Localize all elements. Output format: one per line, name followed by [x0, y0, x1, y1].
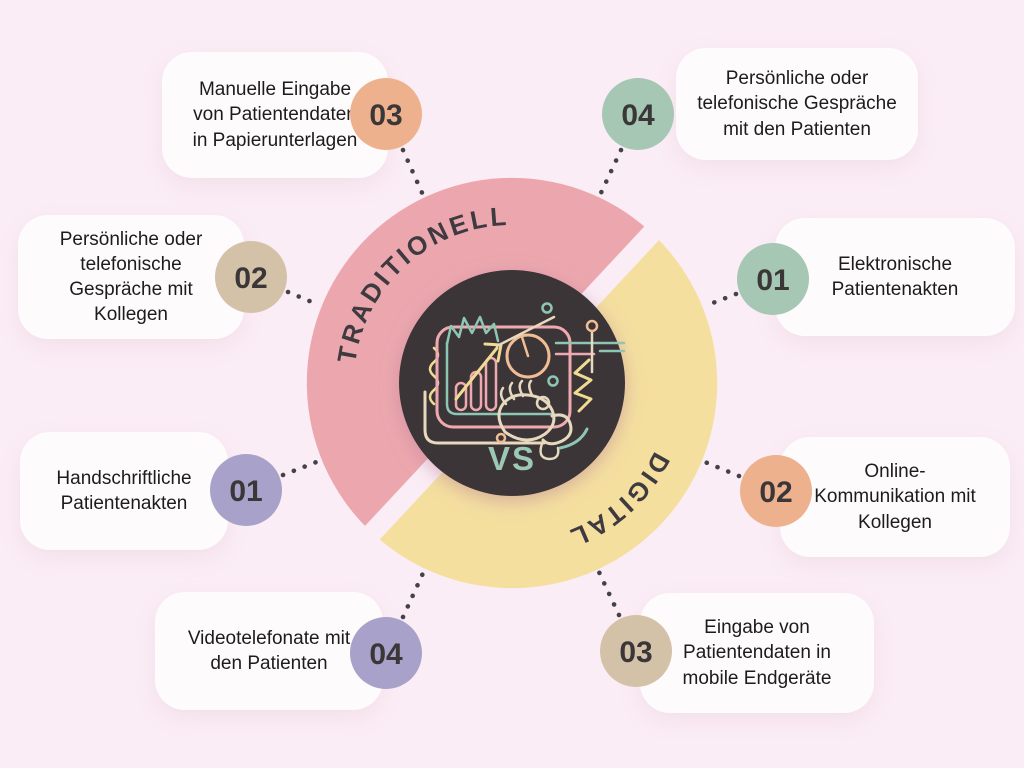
traditional-arc — [306, 177, 650, 531]
card-text: Videotelefonate mit den Patienten — [187, 627, 351, 674]
vs-label: VS — [488, 440, 536, 477]
dot-accent — [541, 302, 553, 314]
presentation-board-icon — [435, 325, 572, 429]
card-text: Manuelle Eingabe von Patientendaten in P… — [192, 79, 358, 151]
dot-accent — [495, 432, 507, 444]
connector-traditional-04 — [597, 147, 624, 198]
board-inner-border — [445, 341, 554, 416]
bar-chart-icon — [454, 356, 498, 412]
traditional-arc-label: TRADITIONELL — [331, 201, 510, 365]
connector-traditional-01 — [280, 458, 322, 478]
card-digital-02: Online-Kommunikation mit Kollegen — [780, 437, 1010, 557]
connector-digital-03 — [596, 569, 622, 618]
card-digital-01: Elektronische Patientenakten — [775, 218, 1015, 336]
digital-arc — [374, 235, 718, 589]
connector-traditional-03 — [400, 147, 426, 198]
card-traditional-02: Persönliche oder telefonische Gespräche … — [18, 215, 244, 339]
badge-number: 01 — [229, 475, 262, 508]
growth-arrow-icon — [454, 342, 503, 401]
arc-gap-divider — [337, 197, 687, 569]
clapping-hands-icon — [497, 379, 589, 461]
connector-lines — [280, 147, 742, 620]
badge-number: 04 — [621, 99, 655, 132]
board-outline-offset — [423, 390, 546, 445]
starburst-icon — [445, 315, 500, 346]
connector-digital-04 — [400, 568, 427, 620]
connector-digital-02 — [702, 459, 742, 479]
flag-lines — [554, 319, 626, 374]
card-digital-04: Videotelefonate mit den Patienten — [155, 592, 383, 710]
card-text: Elektronische Patientenakten — [831, 253, 959, 300]
card-digital-03: Eingabe von Patientendaten in mobile End… — [640, 593, 874, 713]
badge-circle — [602, 78, 674, 150]
card-text: Handschriftliche Patientenakten — [56, 467, 192, 514]
badge-traditional-04: 04 — [602, 78, 674, 150]
dot-accent — [547, 375, 559, 387]
card-traditional-03: Manuelle Eingabe von Patientendaten in P… — [162, 52, 388, 178]
pie-chart-icon — [495, 315, 556, 379]
center-circle — [399, 270, 625, 496]
card-text: Online-Kommunikation mit Kollegen — [814, 461, 976, 533]
card-text: Eingabe von Patientendaten in mobile End… — [682, 617, 832, 689]
center-illustration — [423, 302, 626, 461]
connector-digital-01 — [702, 291, 739, 309]
card-text: Persönliche oder telefonische Gespräche … — [697, 68, 897, 140]
digital-arc-label: DIGITAL — [564, 448, 676, 554]
connector-traditional-02 — [285, 289, 322, 308]
card-traditional-04: Persönliche oder telefonische Gespräche … — [676, 48, 918, 160]
card-traditional-01: Handschriftliche Patientenakten — [20, 432, 228, 550]
squiggle-icon — [428, 346, 440, 406]
card-text: Persönliche oder telefonische Gespräche … — [59, 228, 203, 326]
zigzag-icon — [573, 358, 593, 413]
